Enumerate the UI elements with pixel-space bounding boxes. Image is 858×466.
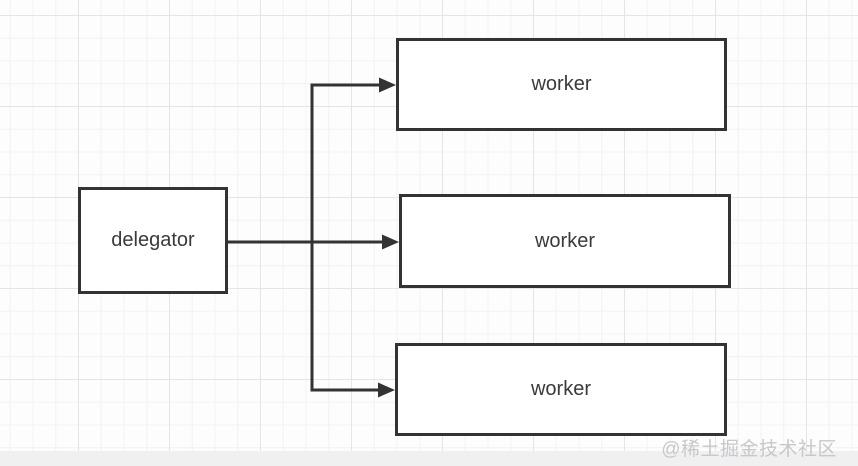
node-worker-middle: worker (399, 194, 731, 288)
watermark-text: @稀土掘金技术社区 (661, 439, 837, 460)
node-worker-top-label: worker (531, 73, 592, 95)
node-delegator-label: delegator (111, 229, 195, 251)
node-worker-top: worker (396, 38, 727, 131)
bottom-gray-band (0, 451, 858, 466)
node-worker-bottom-label: worker (530, 378, 591, 400)
node-worker-bottom: worker (395, 343, 727, 436)
node-worker-middle-label: worker (534, 229, 595, 252)
node-delegator: delegator (78, 187, 228, 294)
